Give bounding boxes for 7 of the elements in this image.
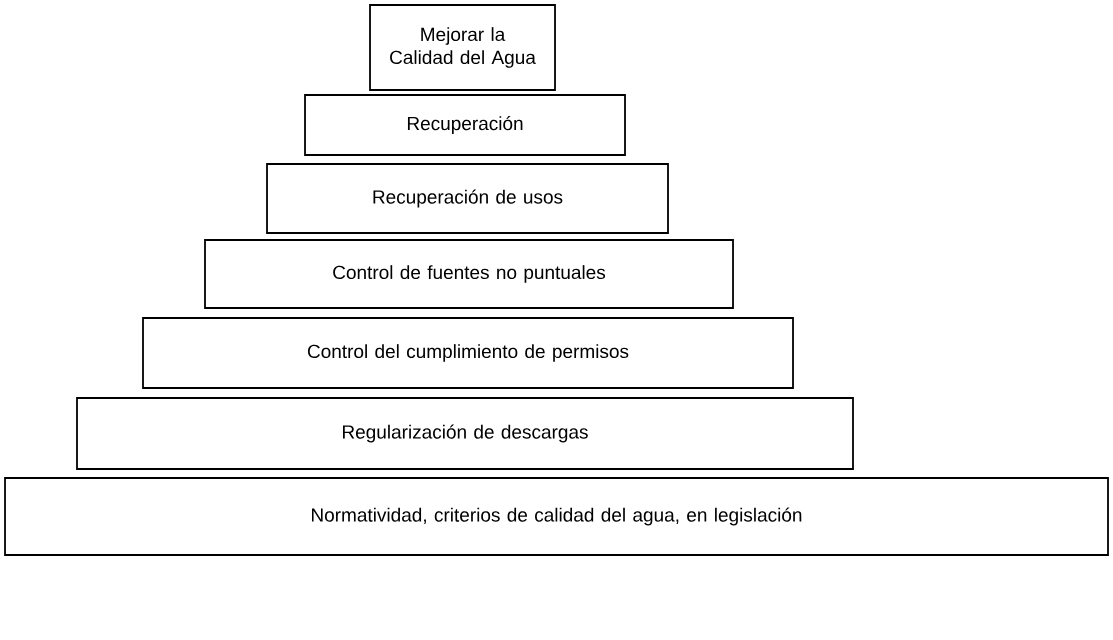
level-box: Mejorar la Calidad del Agua — [369, 4, 556, 91]
level-box: Recuperación — [304, 94, 626, 156]
level-box: Normatividad, criterios de calidad del agua, en legislación — [4, 477, 1109, 556]
level-box: Regularización de descargas — [76, 397, 854, 470]
level-box: Recuperación de usos — [266, 163, 669, 234]
level-box: Control de fuentes no puntuales — [204, 239, 734, 309]
level-box: Control del cumplimiento de permisos — [142, 317, 794, 389]
